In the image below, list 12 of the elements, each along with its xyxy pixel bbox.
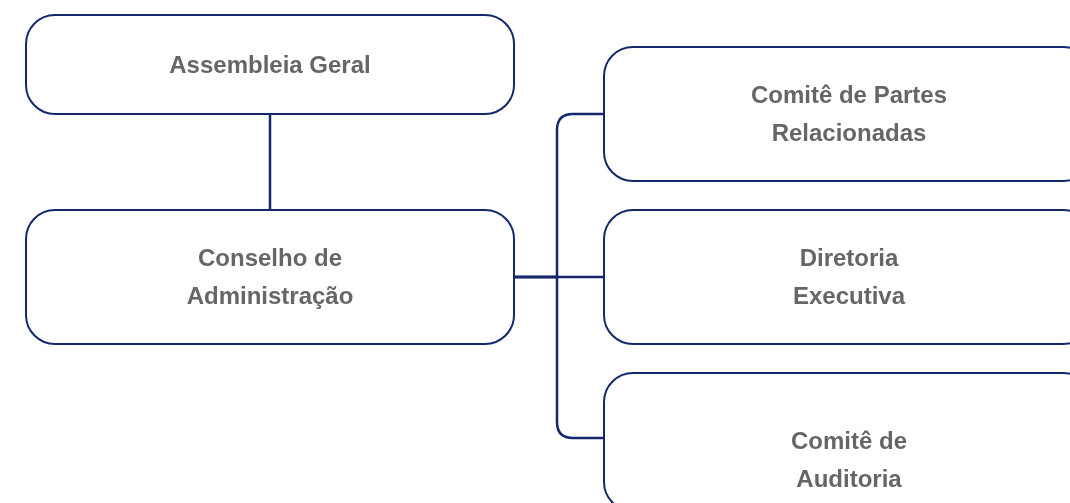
org-box bbox=[25, 209, 515, 345]
org-box bbox=[25, 14, 515, 115]
org-label: Assembleia Geral bbox=[168, 49, 372, 80]
org-label: Comitê de Partes Relacionadas bbox=[749, 80, 949, 148]
org-box bbox=[603, 209, 1070, 345]
connector-line bbox=[515, 275, 603, 440]
org-label: Diretoria Executiva bbox=[791, 243, 907, 311]
org-label: Conselho de Administração bbox=[185, 243, 355, 311]
org-box bbox=[603, 46, 1070, 182]
org-label: Comitê de Auditoria bbox=[790, 426, 908, 494]
connector-line bbox=[268, 115, 272, 209]
org-box bbox=[603, 372, 1070, 503]
